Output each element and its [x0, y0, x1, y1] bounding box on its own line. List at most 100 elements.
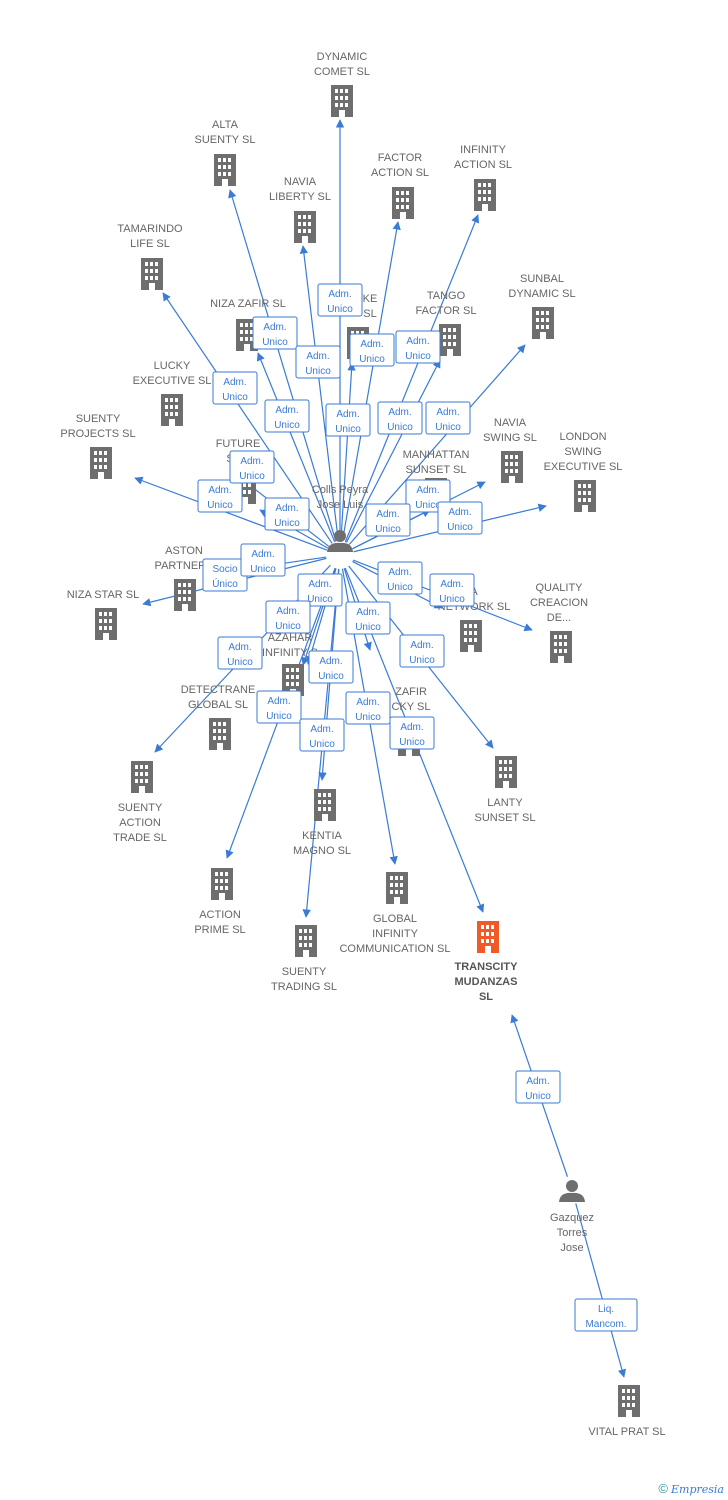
role-text: Unico [266, 711, 292, 722]
role-text: Adm. [356, 607, 379, 618]
company-node-niza-star[interactable]: NIZA STAR SL [67, 589, 140, 640]
company-label: LONDON [559, 431, 606, 443]
role-label-r4[interactable]: Adm.Unico [395, 330, 441, 364]
building-icon [209, 718, 231, 750]
role-label-r23[interactable]: Adm.Unico [217, 636, 263, 670]
role-label-r6[interactable]: Adm.Unico [212, 371, 258, 405]
role-label-r9[interactable]: Adm.Unico [264, 399, 310, 433]
building-icon [294, 211, 316, 243]
role-label-r14[interactable]: Adm.Unico [437, 501, 483, 535]
role-label-r31[interactable]: Adm.Unico [515, 1070, 561, 1104]
role-text: Adm. [406, 336, 429, 347]
role-text: Adm. [306, 351, 329, 362]
building-icon [90, 447, 112, 479]
role-label-r5[interactable]: Adm.Unico [295, 345, 341, 379]
role-text: Unico [318, 671, 344, 682]
role-text: Adm. [240, 456, 263, 467]
role-label-r12[interactable]: Adm.Unico [229, 450, 275, 484]
role-text: Adm. [448, 507, 471, 518]
role-text: Unico [525, 1091, 551, 1102]
company-label: DYNAMIC SL [508, 288, 575, 300]
company-node-quality-creacion[interactable]: QUALITYCREACIONDE... [530, 582, 588, 663]
role-label-r22[interactable]: Adm.Unico [265, 600, 311, 634]
role-text: Único [212, 577, 238, 590]
company-label: MANHATTAN [403, 449, 470, 461]
role-label-r24[interactable]: Adm.Unico [345, 601, 391, 635]
role-label-r26[interactable]: Adm.Unico [308, 650, 354, 684]
role-label-r8[interactable]: Adm.Unico [377, 401, 423, 435]
building-icon [131, 761, 153, 793]
company-node-niza-zafir[interactable]: NIZA ZAFIR SL [210, 298, 286, 351]
role-label-r15[interactable]: Adm.Unico [264, 497, 310, 531]
role-label-r32[interactable]: Liq.Mancom. [574, 1298, 638, 1332]
role-text: Adm. [356, 697, 379, 708]
company-label: COMMUNICATION SL [339, 943, 450, 955]
company-label: SWING [564, 446, 601, 458]
role-label-r30[interactable]: Adm.Unico [389, 716, 435, 750]
building-icon [532, 307, 554, 339]
role-text: Adm. [228, 642, 251, 653]
company-label: INFINITY S [262, 647, 318, 659]
role-label-r7[interactable]: Adm.Unico [425, 401, 471, 435]
edge-r3 [341, 221, 401, 542]
edge-r10 [340, 362, 356, 542]
company-label: SWING SL [483, 432, 537, 444]
role-label-r19[interactable]: Adm.Unico [377, 561, 423, 595]
role-label-r3[interactable]: Adm.Unico [349, 333, 395, 367]
role-text: Adm. [263, 322, 286, 333]
role-label-r25[interactable]: Adm.Unico [399, 634, 445, 668]
building-icon [495, 756, 517, 788]
role-label-r11[interactable]: Adm.Unico [197, 479, 243, 513]
role-text: Unico [307, 594, 333, 605]
role-label-r16[interactable]: Adm.Unico [365, 503, 411, 537]
role-text: Socio [212, 564, 237, 575]
role-text: Unico [415, 500, 441, 511]
company-label: KENTIA [302, 830, 342, 842]
role-label-r29[interactable]: Adm.Unico [299, 718, 345, 752]
company-label: LUCKY [154, 360, 191, 372]
building-icon [574, 480, 596, 512]
role-text: Adm. [436, 407, 459, 418]
role-label-r28[interactable]: Adm.Unico [256, 690, 302, 724]
footer-brand[interactable]: © Empresia [658, 1481, 724, 1496]
role-label-r10[interactable]: Adm.Unico [325, 403, 371, 437]
role-label-r1[interactable]: Adm.Unico [317, 283, 363, 317]
role-label-r21[interactable]: Adm.Unico [297, 573, 343, 607]
role-text: Adm. [223, 377, 246, 388]
role-label-r27[interactable]: Adm.Unico [345, 691, 391, 725]
company-node-vital-prat[interactable]: VITAL PRAT SL [588, 1385, 666, 1438]
role-label-r20[interactable]: Adm.Unico [429, 573, 475, 607]
role-label-r18[interactable]: Adm.Unico [240, 543, 286, 577]
role-label-r2[interactable]: Adm.Unico [252, 316, 298, 350]
person-label: Gazquez [550, 1212, 594, 1224]
company-label: INFINITY [372, 928, 418, 940]
